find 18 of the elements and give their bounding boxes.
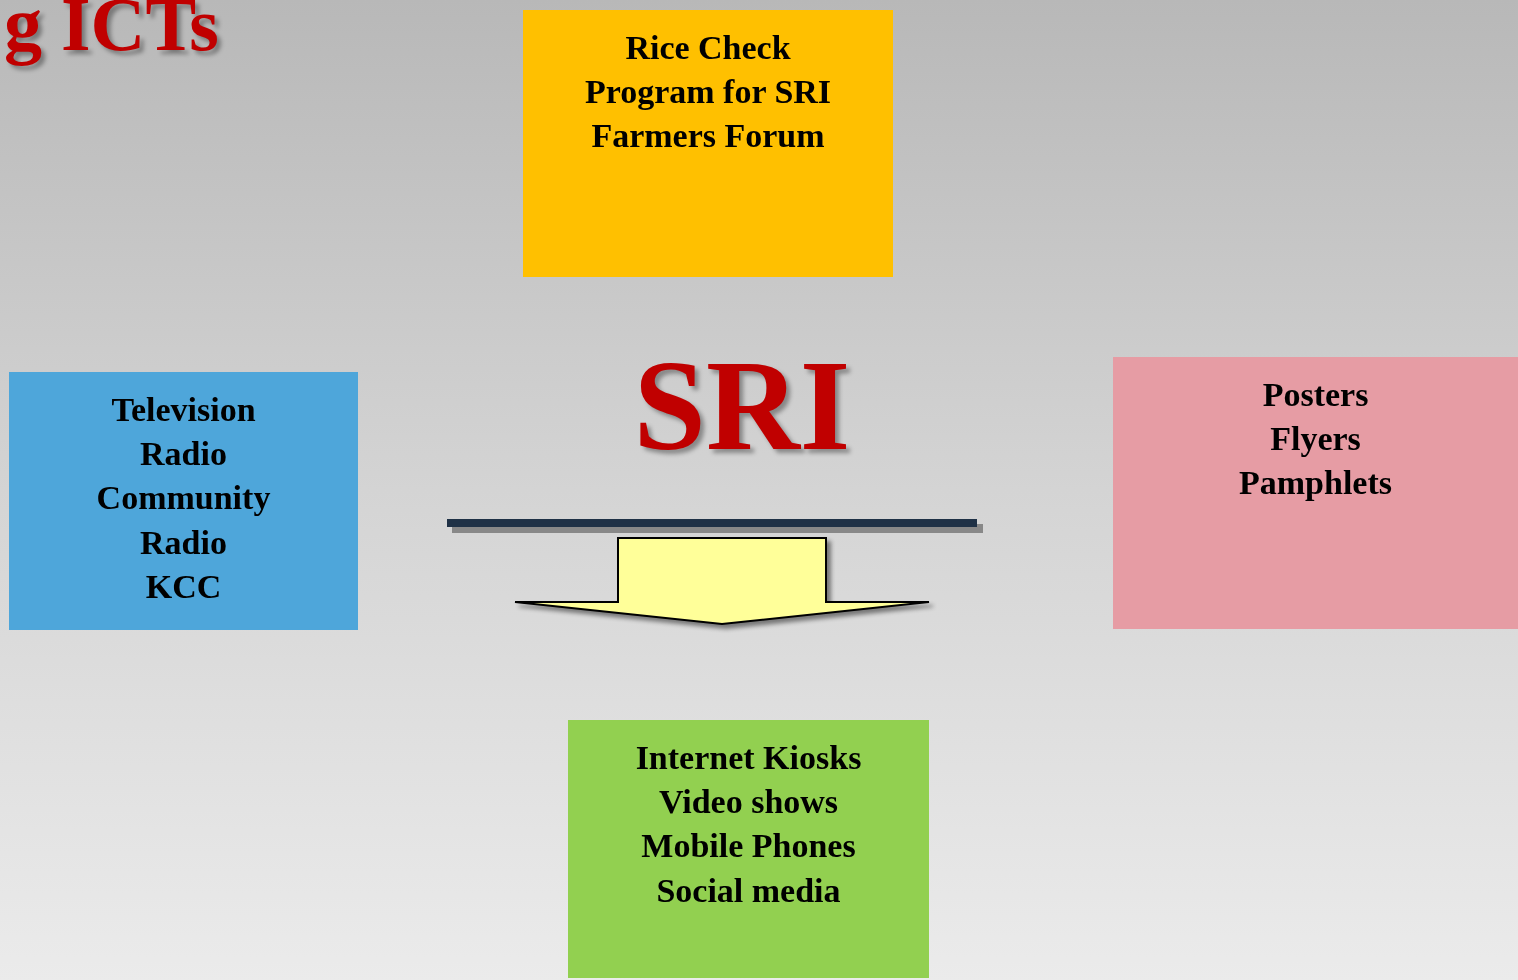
text-box xyxy=(9,372,358,630)
list-item-text: Video shows xyxy=(658,782,839,823)
list-item-text: Internet Kiosks xyxy=(635,738,862,778)
text-box xyxy=(1113,357,1518,629)
center-heading: SRI xyxy=(633,340,851,470)
list-item-text: Rice Check Program for SRI Farmers Forum xyxy=(583,28,833,157)
list-item-text: Pamphlets xyxy=(1239,463,1392,504)
block-arrow xyxy=(514,537,930,625)
list-item-text: Television xyxy=(111,390,256,430)
text-box xyxy=(568,720,929,978)
list-item-text: Posters xyxy=(1262,375,1369,415)
text-box xyxy=(523,10,893,277)
list-item-text: Mobile Phones xyxy=(641,826,856,867)
list-item-text: Social media xyxy=(656,870,841,911)
list-item-text: Community Radio xyxy=(95,478,272,563)
list-item-text: KCC xyxy=(145,566,222,607)
list-item-text: Flyers xyxy=(1270,419,1361,460)
list-item-text: Radio xyxy=(140,434,227,475)
